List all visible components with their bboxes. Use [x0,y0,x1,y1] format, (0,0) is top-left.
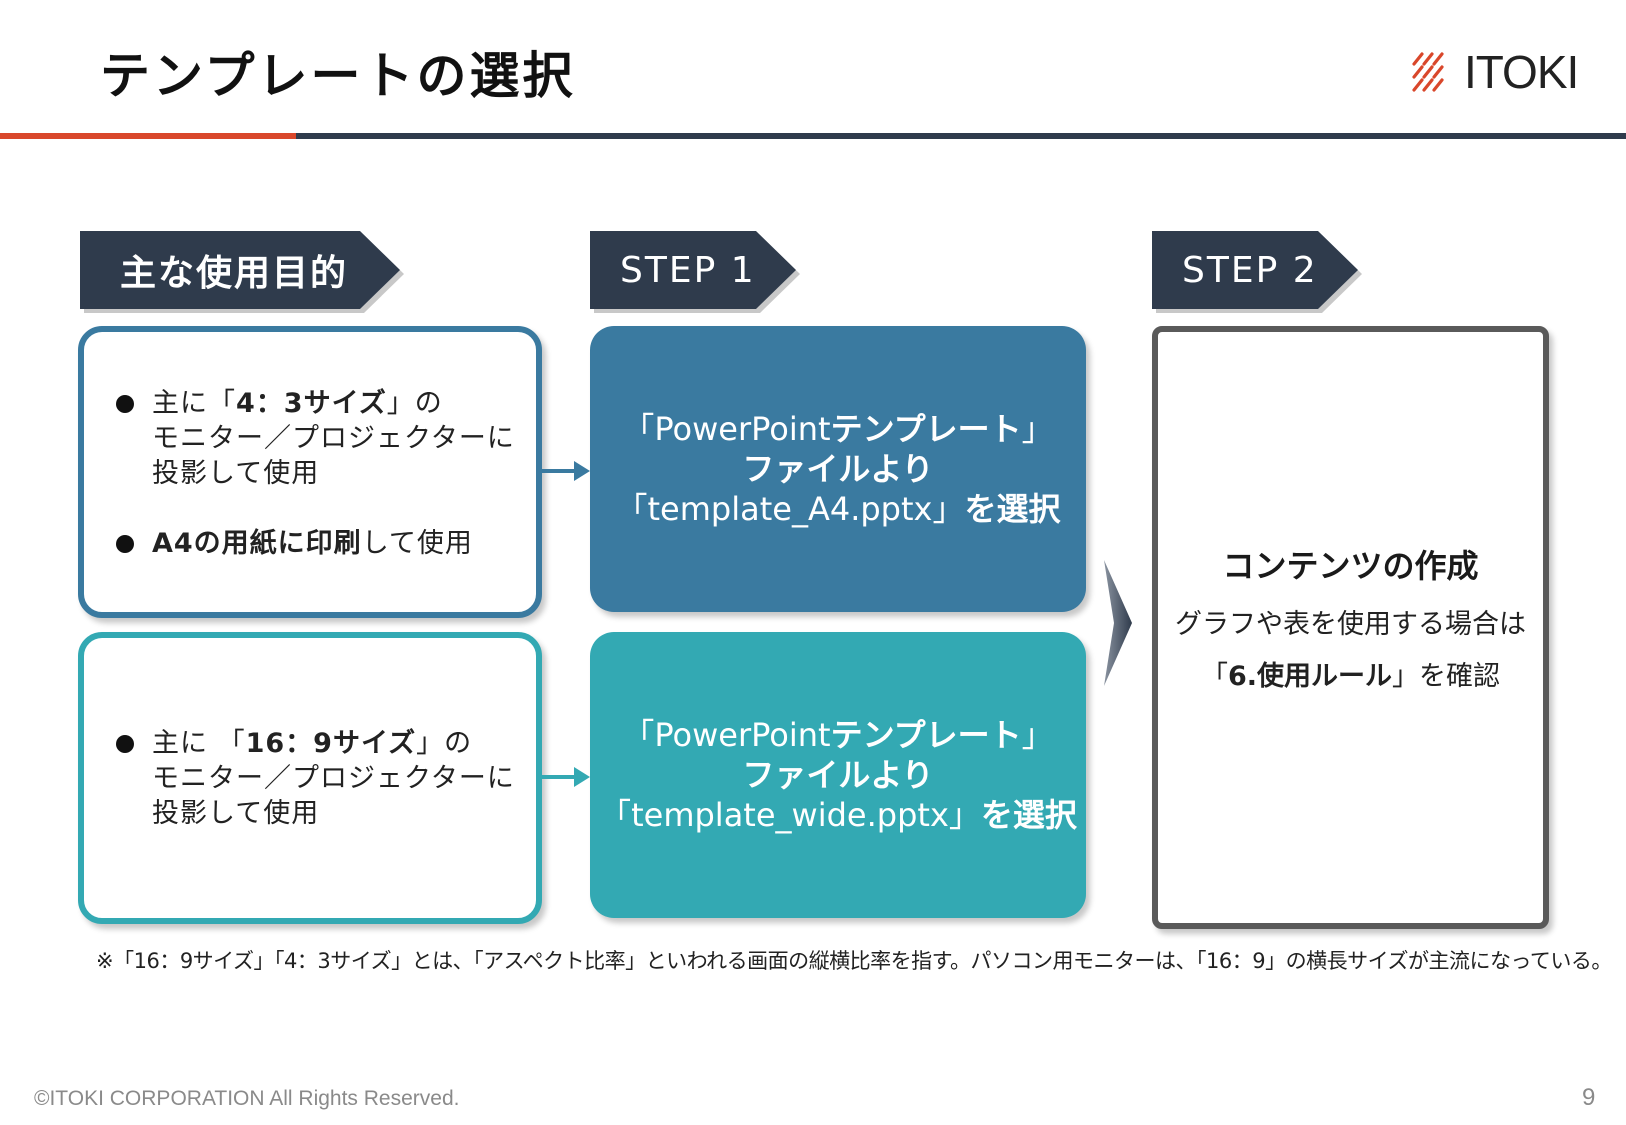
step1-wide-line2: ファイルより [742,756,934,794]
step2-rule-close: 」を確認 [1392,660,1501,692]
page-title: テンプレートの選択 [100,47,576,105]
step1-header-label: STEP 1 [620,249,756,291]
purpose-169-bullet-1: 主に 「16：9サイズ」の モニター／プロジェクターに 投影して使用 [116,726,526,831]
step2-header-label: STEP 2 [1182,249,1318,291]
logo-text: ITOKI [1464,46,1579,98]
purpose-header-tag: 主な使用目的 [80,231,400,309]
header-rule-accent [0,133,296,139]
bullet-text: モニター／プロジェクターに [152,763,515,794]
bullet-text: して使用 [361,528,473,559]
step2-box: コンテンツの作成 グラフや表を使用する場合は 「6.使用ルール」を確認 [1152,326,1549,929]
bullet-text: 投影して使用 [152,458,320,489]
page-number: 9 [1582,1084,1596,1111]
step2-line1: グラフや表を使用する場合は [1175,608,1526,640]
step1-a4-line3: 「template_A4.pptx」を選択 [615,490,1061,528]
step1-a4-box: 「PowerPointテンプレート」 ファイルより 「template_A4.p… [590,326,1086,612]
purpose-43-box: 主に「4：3サイズ」の モニター／プロジェクターに 投影して使用 A4の用紙に印… [78,326,542,618]
bullet-text-bold: 16：9サイズ [245,728,417,759]
arrow-right-icon [542,461,590,481]
copyright: ©ITOKI CORPORATION All Rights Reserved. [34,1087,460,1110]
bullet-dot-icon [116,735,134,753]
purpose-43-bullet-1: 主に「4：3サイズ」の モニター／プロジェクターに 投影して使用 [116,386,526,491]
bullet-dot-icon [116,535,134,553]
step1-a4-line2: ファイルより [742,450,934,488]
bullet-text: 」の [416,728,473,759]
purpose-header-label: 主な使用目的 [120,253,349,294]
step2-rule-open: 「 [1200,660,1228,692]
bullet-text: 」の [386,388,443,419]
purpose-43-bullet-2: A4の用紙に印刷して使用 [116,526,526,561]
itoki-logo-mark-icon [1412,52,1444,92]
bullet-text: 投影して使用 [152,798,320,829]
bullet-text-bold: A4の用紙に印刷 [152,528,362,559]
step1-header-tag: STEP 1 [590,231,796,309]
step1-wide-line3: 「template_wide.pptx」を選択 [599,796,1077,834]
itoki-logo: ITOKI [1412,46,1579,98]
step2-header-tag: STEP 2 [1152,231,1358,309]
footnote: ※「16：9サイズ」「4：3サイズ」とは、「アスペクト比率」といわれる画面の縦横… [96,949,1612,973]
bullet-text: 主に「 [152,388,236,419]
step1-a4-line1: 「PowerPointテンプレート」 [622,410,1054,448]
step2-rule-bold: 6.使用ルール [1227,660,1393,692]
arrow-right-icon [542,767,590,787]
bullet-dot-icon [116,395,134,413]
bullet-text: 主に 「 [152,728,246,759]
step1-wide-box: 「PowerPointテンプレート」 ファイルより 「template_wide… [590,632,1086,918]
header-rule [296,133,1626,139]
chevron-right-icon [1104,560,1132,686]
step2-rule-line: 「6.使用ルール」を確認 [1201,657,1500,697]
bullet-text-bold: 4：3サイズ [236,388,387,419]
step1-wide-line1: 「PowerPointテンプレート」 [622,716,1054,754]
step2-heading: コンテンツの作成 [1222,546,1479,585]
bullet-text: モニター／プロジェクターに [152,423,515,454]
purpose-169-box: 主に 「16：9サイズ」の モニター／プロジェクターに 投影して使用 [78,632,542,924]
